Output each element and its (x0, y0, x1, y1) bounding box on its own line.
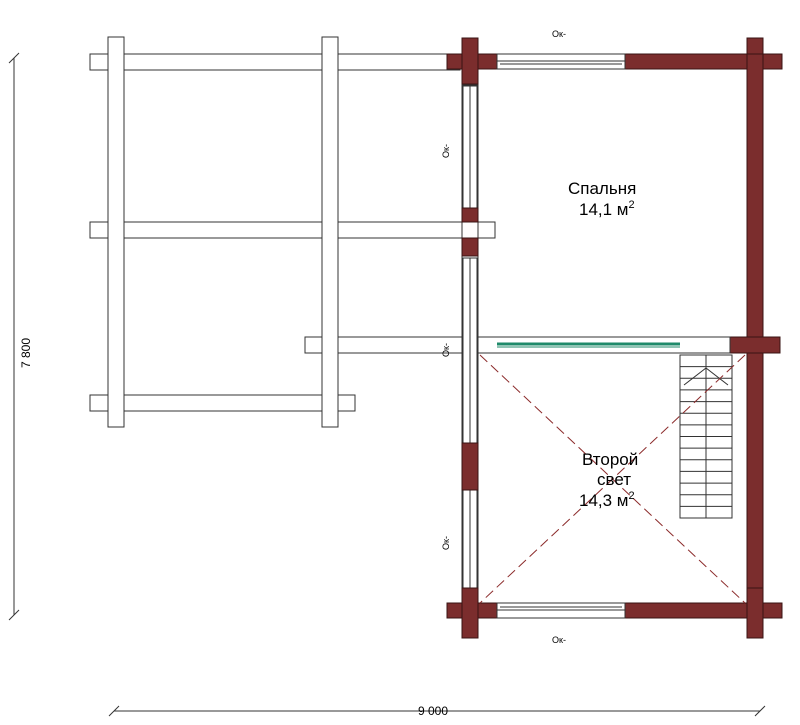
left-wall-windows (462, 85, 478, 603)
window-label-left-lower: Ок- (441, 536, 451, 550)
dimension-width: 9 000 (108, 704, 766, 718)
window-label-bottom: Ок- (552, 635, 566, 645)
dimension-height-label: 7 800 (19, 338, 33, 368)
bedroom-name: Спальня (568, 179, 636, 198)
staircase[interactable] (679, 354, 733, 519)
bedroom-area: 14,1 м2 (579, 199, 635, 219)
second-light-name-line2: свет (597, 470, 631, 489)
ghost-frame (89, 36, 496, 606)
log-walls (446, 37, 783, 639)
window-label-left-middle: Ок- (441, 343, 451, 357)
top-window (496, 53, 626, 70)
bottom-window (496, 602, 626, 619)
window-label-top: Ок- (552, 29, 566, 39)
dimension-width-label: 9 000 (418, 704, 448, 718)
dimension-height: 7 800 (8, 52, 33, 621)
window-label-left-upper: Ок- (441, 144, 451, 158)
second-light-cross (479, 354, 746, 604)
stair-direction-arrow (683, 367, 729, 386)
second-light-area: 14,3 м2 (579, 490, 635, 510)
second-light-name-line1: Второй (582, 450, 638, 469)
partition (477, 336, 731, 354)
